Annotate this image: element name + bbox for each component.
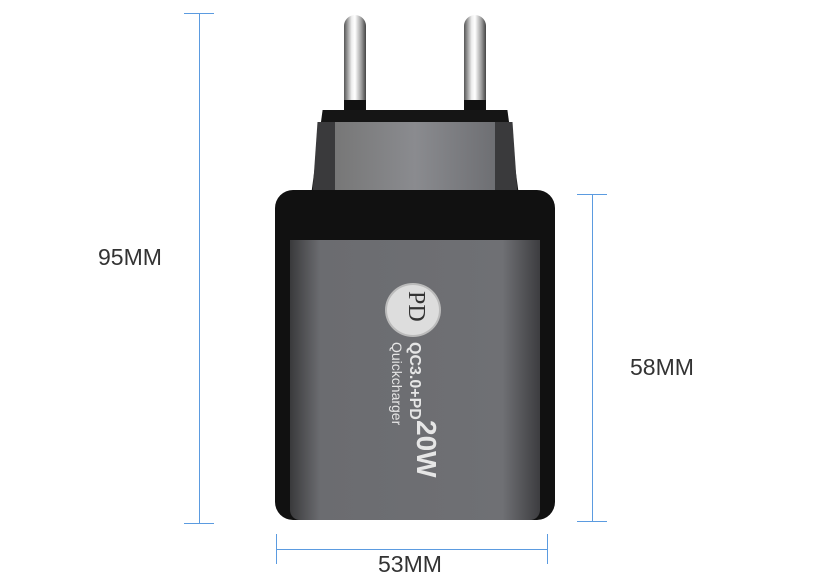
height-total-label: 95MM [98, 244, 162, 270]
product-name-text: Quickcharger [389, 342, 405, 426]
width-label: 53MM [378, 551, 442, 577]
pd-badge-text: PD [403, 291, 429, 322]
spec-text: QC3.0+PD [406, 342, 423, 420]
height-body-label: 58MM [630, 354, 694, 380]
plug-pin-left [344, 15, 366, 115]
pd-badge [385, 283, 441, 337]
plug-pin-right [464, 15, 486, 115]
power-text: 20W [411, 420, 442, 478]
